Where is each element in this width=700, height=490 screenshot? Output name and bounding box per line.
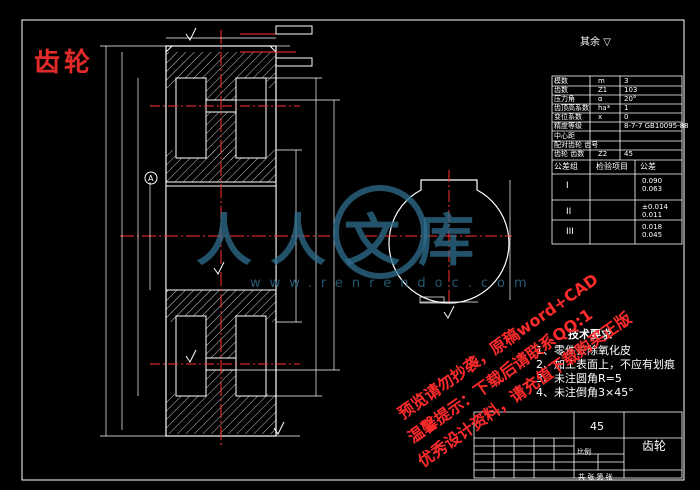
param-value: 8-7-7 GB10095-88 bbox=[624, 122, 689, 130]
param-symbol: ha* bbox=[598, 104, 611, 112]
tolerance-value: 0.011 bbox=[642, 211, 663, 219]
watermark-url: www.renrendoc.com bbox=[250, 276, 536, 291]
param-symbol: Z1 bbox=[598, 86, 608, 94]
param-label: 模数 bbox=[554, 77, 568, 85]
tolerance-value: 0.045 bbox=[642, 231, 663, 239]
param-label: 精度等级 bbox=[554, 122, 582, 130]
param-value: 45 bbox=[624, 150, 633, 158]
tolerance-value: 0.018 bbox=[642, 223, 663, 231]
param-label: 齿轮 齿数 bbox=[554, 150, 585, 158]
group-header-item: 检验项目 bbox=[596, 162, 628, 171]
param-label: 齿顶高系数 bbox=[554, 104, 589, 112]
tolerance-value: 0.090 bbox=[642, 177, 663, 185]
param-table-grid bbox=[551, 75, 683, 245]
group-header-label: 公差组 bbox=[554, 162, 578, 171]
tech-note-item: 2、加工表面上，不应有划痕 bbox=[536, 358, 675, 371]
param-label: 齿数 bbox=[554, 86, 568, 94]
param-symbol: m bbox=[598, 77, 605, 85]
title-block-grid bbox=[473, 411, 683, 479]
title-block-material: 45 bbox=[590, 420, 604, 433]
tolerance-group-name: III bbox=[566, 227, 574, 237]
title-block-part-name: 齿轮 bbox=[642, 439, 667, 453]
tech-note-item: 1、零件去除氧化皮 bbox=[536, 344, 631, 357]
tech-note-item: 4、未注倒角3×45° bbox=[536, 386, 634, 399]
roughness-note: 其余 ▽ bbox=[580, 37, 611, 48]
param-value: 103 bbox=[624, 86, 638, 94]
hub-end-view bbox=[365, 170, 512, 319]
roughness-symbol-icon: ▽ bbox=[603, 37, 611, 48]
param-label: 中心距 bbox=[554, 132, 575, 140]
tech-notes-title: 技术要求 bbox=[568, 328, 612, 341]
tolerance-group-name: I bbox=[566, 181, 569, 191]
title-block-scale-label: 比例 bbox=[577, 448, 591, 456]
svg-text:A: A bbox=[148, 174, 154, 183]
tolerance-group-name: II bbox=[566, 207, 572, 217]
tolerance-value: ±0.014 bbox=[642, 203, 668, 211]
param-value: 1 bbox=[624, 104, 629, 112]
sheet-border bbox=[21, 19, 685, 481]
tech-note-item: 3、未注圆角R=5 bbox=[536, 372, 622, 385]
param-symbol: Z2 bbox=[598, 150, 608, 158]
param-symbol: α bbox=[598, 95, 603, 103]
gear-section-view: A bbox=[100, 25, 340, 448]
param-label: 配对齿轮 齿号 bbox=[554, 141, 599, 149]
title-block-sheet-label: 共 张 第 张 bbox=[578, 473, 613, 481]
drawing-title: 齿轮 bbox=[34, 48, 95, 78]
group-header-code: 公差 bbox=[640, 162, 656, 171]
tolerance-value: 0.063 bbox=[642, 185, 663, 193]
param-label: 压力角 bbox=[554, 95, 575, 103]
param-label: 变位系数 bbox=[554, 113, 582, 121]
param-symbol: x bbox=[598, 113, 603, 121]
param-value: 0 bbox=[624, 113, 629, 121]
watermark-logo: 人人文库 bbox=[196, 208, 492, 274]
param-value: 3 bbox=[624, 77, 629, 85]
watermark-logo-ring bbox=[333, 185, 427, 279]
param-value: 20° bbox=[624, 95, 637, 103]
